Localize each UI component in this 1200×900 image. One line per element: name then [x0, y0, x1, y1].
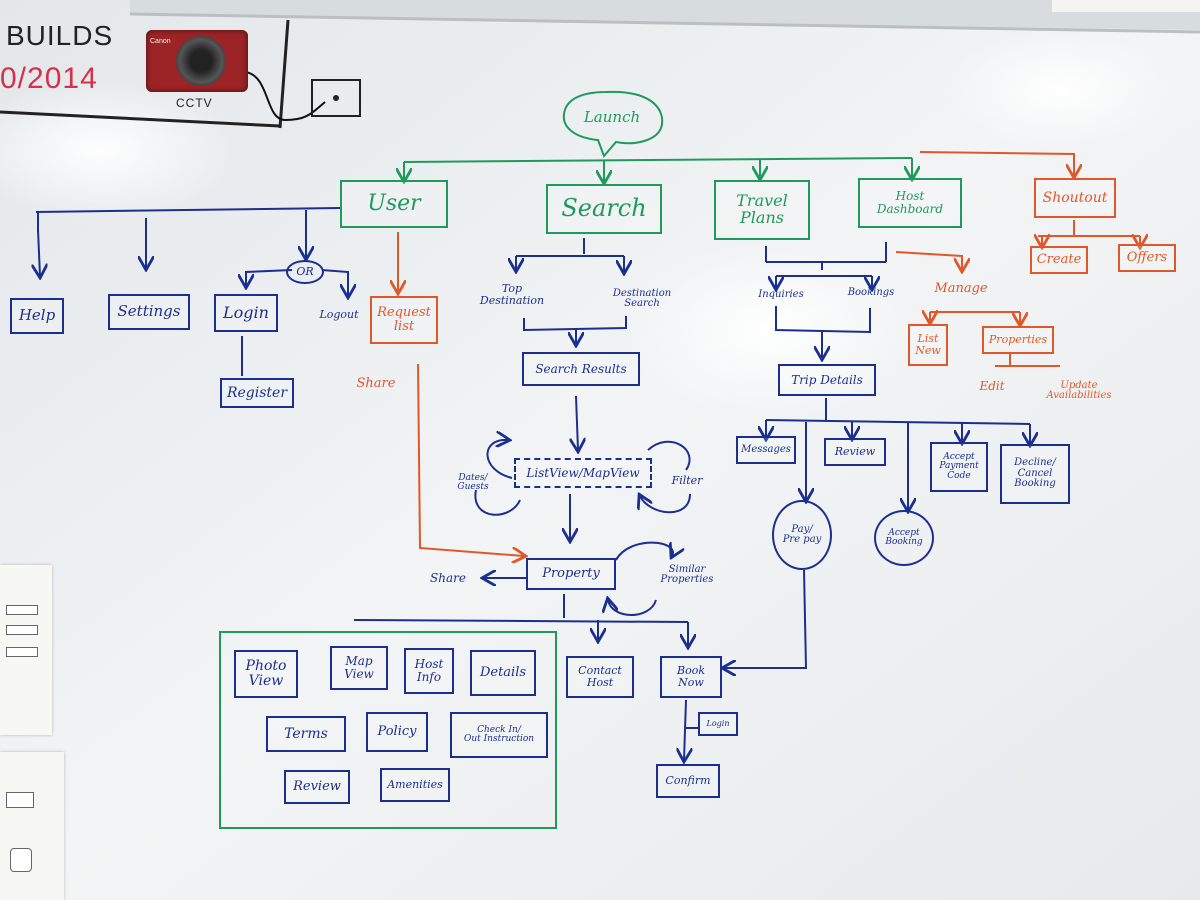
search-node: Search [546, 184, 662, 234]
travel-plans-node: Travel Plans [714, 180, 810, 240]
list-map-view-node: ListView/MapView [514, 458, 652, 488]
similar-properties-node: Similar Properties [660, 563, 714, 585]
login-node: Login [214, 294, 278, 332]
details-node: Details [470, 650, 536, 696]
book-now-node: Book Now [660, 656, 722, 698]
filter-node: Filter [671, 474, 703, 488]
inquiries-node: Inquiries [758, 288, 804, 300]
contact-host-node: Contact Host [566, 656, 634, 698]
user-node: User [340, 180, 448, 228]
check-in-out-node: Check In/ Out Instruction [450, 712, 548, 758]
confirm-node: Confirm [656, 764, 720, 798]
update-availabilities-node: Update Availabilities [1046, 379, 1112, 401]
host-info-node: Host Info [404, 648, 454, 694]
property-node: Property [526, 558, 616, 590]
accept-payment-code-node: Accept Payment Code [930, 442, 988, 492]
edit-node: Edit [979, 378, 1005, 393]
paper-printout-top [0, 565, 52, 735]
policy-node: Policy [366, 712, 428, 752]
destination-search-node: Destination Search [612, 287, 672, 309]
shoutout-node: Shoutout [1034, 178, 1116, 218]
messages-node: Messages [736, 436, 796, 464]
dates-guests-node: Dates/ Guests [457, 472, 489, 492]
manage-node: Manage [934, 281, 988, 297]
amenities-node: Amenities [380, 768, 450, 802]
map-view-node: Map View [330, 646, 388, 690]
launch-node: Launch [583, 108, 641, 127]
review-trip-node: Review [824, 438, 886, 466]
settings-node: Settings [108, 294, 190, 330]
properties-node: Properties [982, 326, 1054, 354]
paper-printout-bottom [0, 752, 64, 900]
terms-node: Terms [266, 716, 346, 752]
cctv-camera: Canon [146, 30, 248, 92]
create-node: Create [1030, 246, 1088, 274]
camera-label: CCTV [176, 96, 213, 110]
login-small-node: Login [698, 712, 738, 736]
header-word: BUILDS [6, 20, 114, 51]
search-results-node: Search Results [522, 352, 640, 386]
logout-node: Logout [319, 308, 359, 322]
host-dashboard-node: Host Dashboard [858, 178, 962, 228]
camera-brand: Canon [150, 38, 171, 45]
or-node: OR [286, 260, 324, 284]
offers-node: Offers [1118, 244, 1176, 272]
share-orange-node: Share [356, 376, 396, 392]
camera-lens [176, 36, 226, 86]
request-list-node: Request list [370, 296, 438, 344]
top-destination-node: Top Destination [479, 282, 545, 307]
pay-prepay-node: Pay/ Pre pay [772, 500, 832, 570]
trip-details-node: Trip Details [778, 364, 876, 396]
share-blue-node: Share [430, 570, 466, 585]
help-node: Help [10, 298, 64, 334]
review-property-node: Review [284, 770, 350, 804]
bookings-node: Bookings [847, 286, 895, 298]
photo-view-node: Photo View [234, 650, 298, 698]
register-node: Register [220, 378, 294, 408]
header-date: 0/2014 [0, 62, 98, 95]
decline-cancel-booking-node: Decline/ Cancel Booking [1000, 444, 1070, 504]
list-new-node: List New [908, 324, 948, 366]
accept-booking-node: Accept Booking [874, 510, 934, 566]
